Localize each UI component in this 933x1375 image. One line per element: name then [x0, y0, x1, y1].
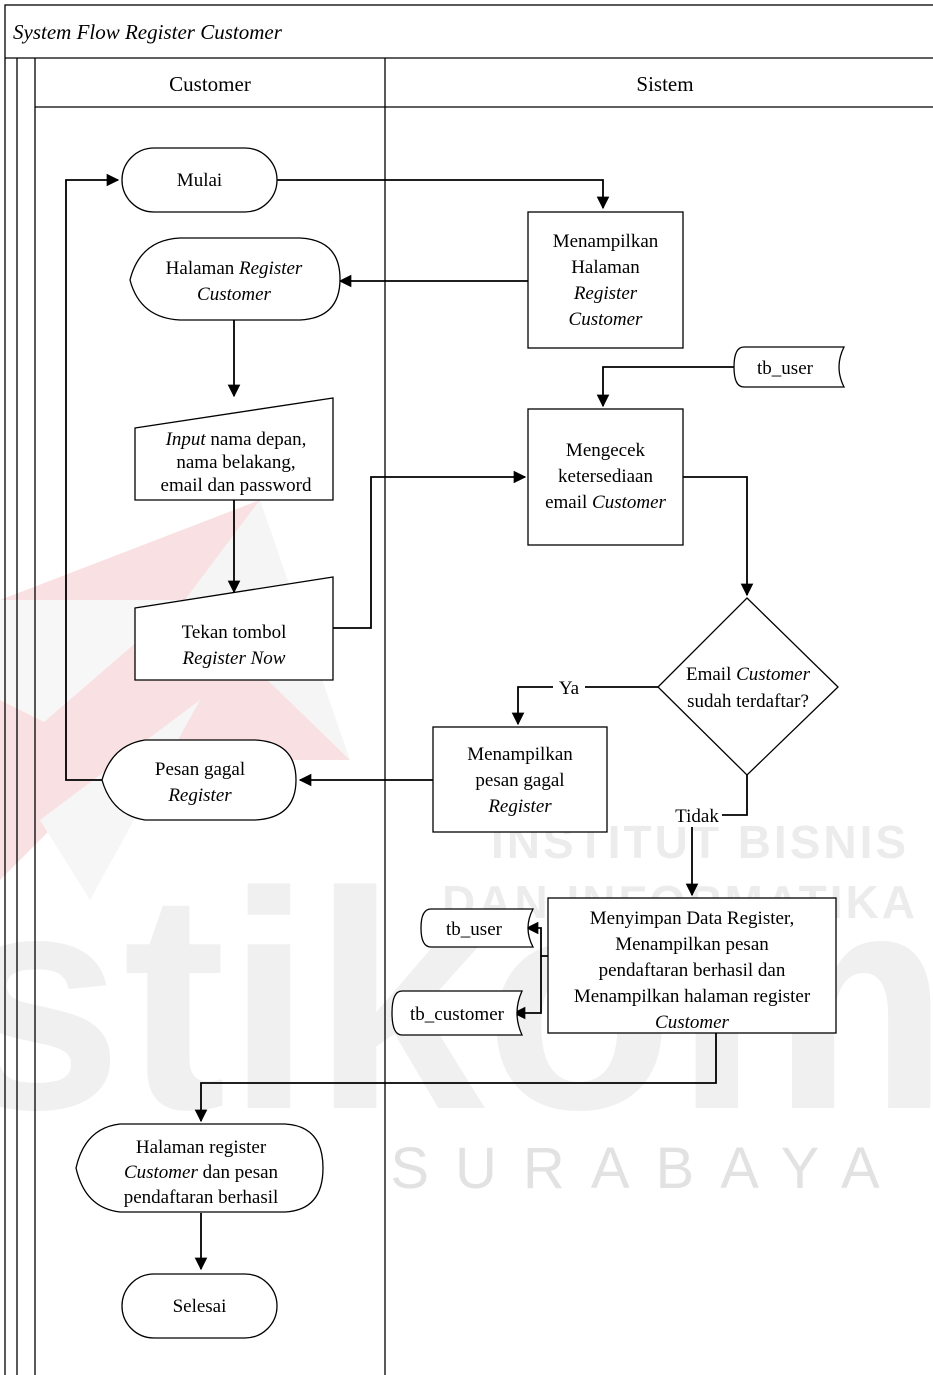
lane-header-sistem: Sistem	[636, 72, 693, 96]
process-save-register-label: Menyimpan Data Register,Menampilkan pesa…	[574, 908, 811, 1033]
connector-save-to-final-page	[194, 1033, 717, 1123]
connector-start-to-show-register	[277, 179, 610, 210]
lane-header-customer: Customer	[169, 72, 251, 96]
datastore-tb-user-bottom-label: tb_user	[446, 919, 503, 940]
start-label: Mulai	[177, 170, 222, 191]
end-label: Selesai	[173, 1296, 227, 1317]
datastore-tb-user-top: tb_user	[733, 346, 846, 388]
datastore-tb-customer: tb_customer	[391, 990, 524, 1036]
manual-input-form-label: Input nama depan,nama belakang,email dan…	[161, 429, 312, 496]
datastore-tb-user-top-label: tb_user	[757, 358, 814, 379]
datastore-tb-user-bottom: tb_user	[420, 908, 535, 948]
connector-retry-to-start	[65, 173, 120, 781]
connector-check-to-decision	[683, 476, 754, 597]
watermark-city: SURABAYA	[390, 1136, 905, 1201]
process-save-register: Menyimpan Data Register,Menampilkan pesa…	[547, 897, 837, 1034]
connectors	[65, 173, 754, 1271]
connector-tbuser-to-check	[596, 366, 735, 408]
swimlane-frame	[4, 4, 933, 1375]
start-terminator: Mulai	[121, 147, 278, 213]
diagram-title: System Flow Register Customer	[13, 20, 283, 44]
edge-label-yes: Ya	[559, 678, 580, 699]
connector-decision-yes	[511, 686, 658, 726]
connector-button-to-check	[333, 470, 527, 629]
end-terminator: Selesai	[121, 1273, 278, 1339]
manual-input-form: Input nama depan,nama belakang,email dan…	[134, 397, 334, 501]
datastore-tb-customer-label: tb_customer	[410, 1004, 505, 1025]
edge-label-no: Tidak	[675, 806, 719, 827]
connector-save-to-tbuser	[525, 921, 542, 956]
connector-save-to-tbcustomer	[512, 955, 548, 1020]
connector-decision-no	[685, 775, 748, 897]
